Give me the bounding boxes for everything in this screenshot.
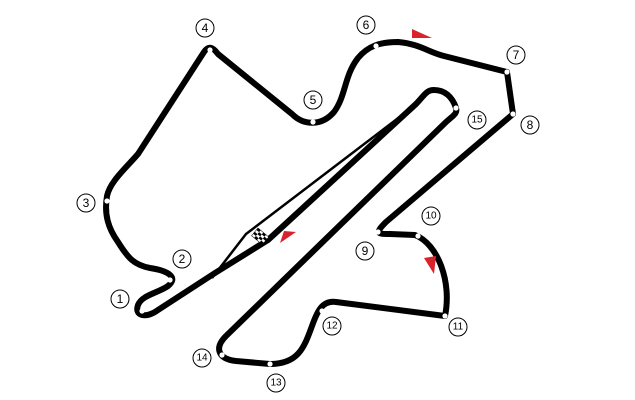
turn-label-13: 13 xyxy=(270,378,282,389)
turn-label-10: 10 xyxy=(425,211,437,222)
pit-lane xyxy=(211,102,419,279)
turn-label-9: 9 xyxy=(362,244,369,258)
turn-markers xyxy=(104,43,516,367)
checkered-flag-icon xyxy=(251,227,270,246)
direction-arrow-icon xyxy=(280,231,296,243)
turn-label-14: 14 xyxy=(196,353,208,364)
turn-label-5: 5 xyxy=(310,93,317,107)
turn-label-7: 7 xyxy=(513,48,520,62)
turn-label-3: 3 xyxy=(83,196,90,210)
turn-label-8: 8 xyxy=(527,118,534,132)
turn-label-11: 11 xyxy=(453,322,464,333)
turn-label-6: 6 xyxy=(363,18,370,32)
direction-arrow-icon xyxy=(412,29,432,38)
turn-label-2: 2 xyxy=(179,252,186,266)
turn-label-4: 4 xyxy=(202,21,209,35)
turn-label-1: 1 xyxy=(117,292,124,306)
direction-arrow-icon xyxy=(424,256,436,274)
turn-label-12: 12 xyxy=(326,321,338,332)
turn-labels xyxy=(76,15,540,393)
turn-label-15: 15 xyxy=(471,115,483,126)
track xyxy=(103,39,516,367)
